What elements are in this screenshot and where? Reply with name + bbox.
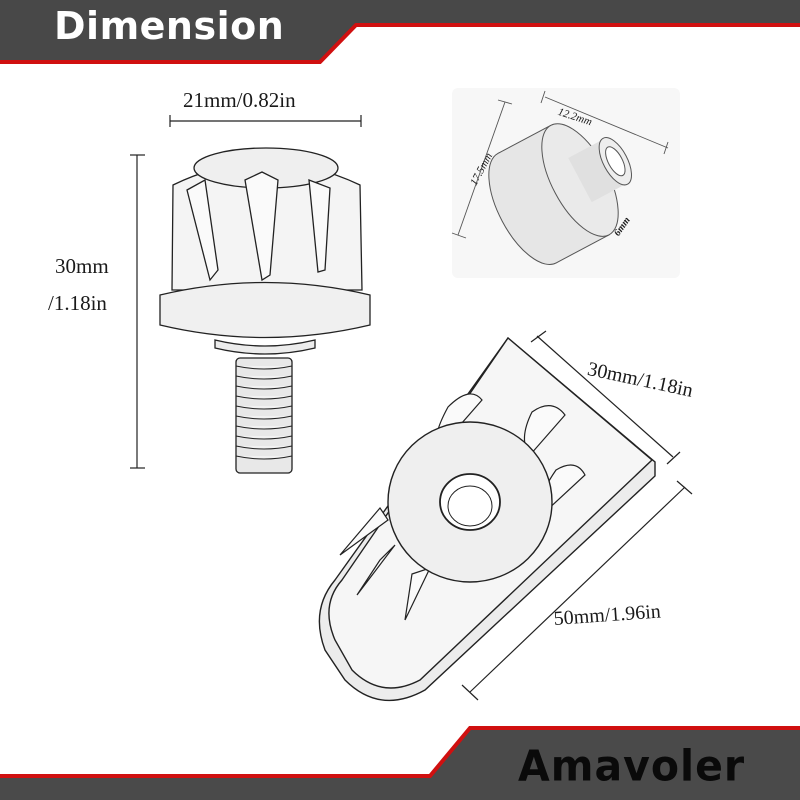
screw-width-label: 21mm/0.82in	[183, 88, 296, 112]
brand-logo: Amavoler	[518, 740, 746, 792]
inset-spacer-drawing	[488, 123, 632, 265]
screw-height-label-mm: 30mm	[55, 254, 109, 278]
header-banner	[0, 0, 800, 64]
license-plate-bracket-drawing	[318, 336, 656, 702]
screw-knob-drawing	[159, 147, 371, 474]
screw-height-label-in: /1.18in	[48, 291, 107, 315]
page-title: Dimension	[54, 4, 285, 48]
